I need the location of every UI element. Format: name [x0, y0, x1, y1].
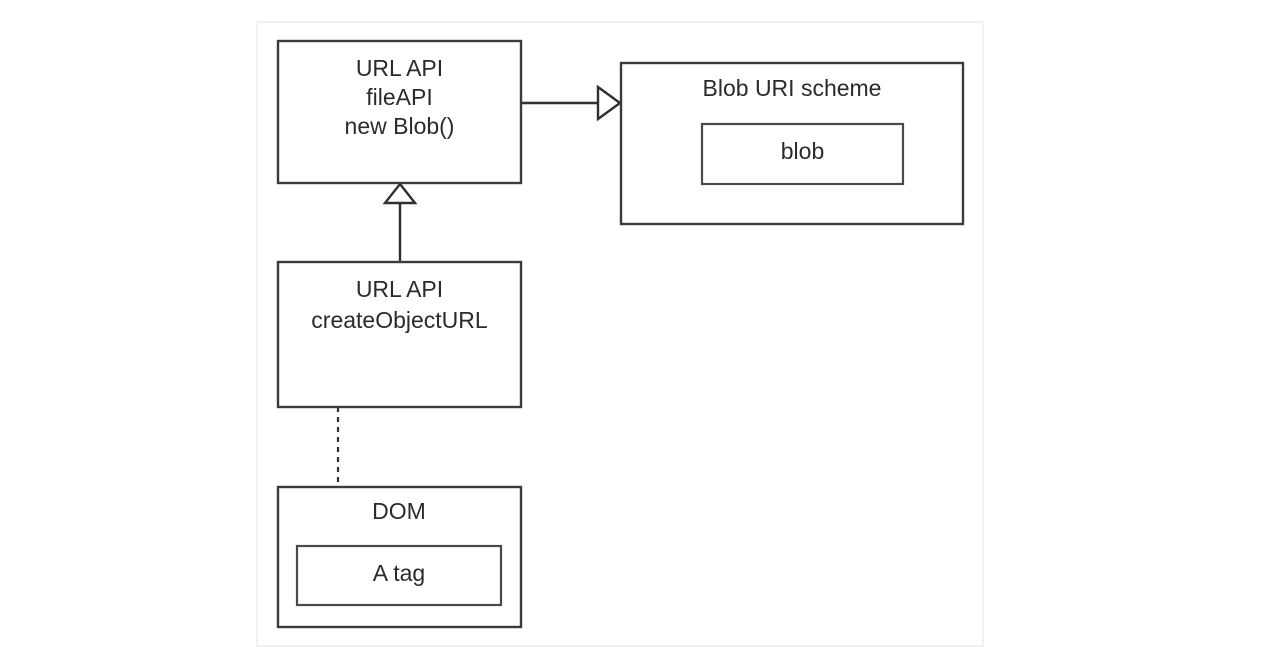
url-api-fileapi-box-shape: [276, 39, 523, 185]
url-api-createobjecturl-box-shape: [276, 260, 523, 409]
blob-inner-box[interactable]: blob: [700, 122, 905, 186]
url-api-createobjecturl-label-line2: createObjectURL: [311, 307, 488, 333]
dom-label: DOM: [372, 498, 426, 524]
url-api-fileapi-label-line2: fileAPI: [366, 84, 432, 110]
generalization-arrow-createobjecturl-to-urlapi[interactable]: [382, 182, 418, 262]
blob-inner-label: blob: [781, 138, 824, 164]
blob-inner-box-shape: [700, 122, 905, 186]
url-api-fileapi-box[interactable]: URL API fileAPI new Blob(): [276, 39, 523, 185]
a-tag-inner-label: A tag: [373, 560, 425, 586]
a-tag-inner-box-shape: [295, 544, 503, 607]
hollow-triangle-arrowhead-right: [596, 84, 623, 122]
url-api-createobjecturl-box[interactable]: URL API createObjectURL: [276, 260, 523, 409]
association-arrow-urlapi-to-blob-uri-scheme[interactable]: [521, 84, 623, 122]
url-api-fileapi-label-line3: new Blob(): [345, 113, 455, 139]
url-api-fileapi-label-line1: URL API: [356, 55, 443, 81]
blob-uri-scheme-label: Blob URI scheme: [703, 75, 882, 101]
dom-box[interactable]: DOM A tag: [276, 485, 523, 629]
a-tag-inner-box[interactable]: A tag: [295, 544, 503, 607]
hollow-triangle-arrowhead-up: [382, 182, 418, 205]
url-api-createobjecturl-label-line1: URL API: [356, 276, 443, 302]
blob-uri-scheme-box[interactable]: Blob URI scheme blob: [619, 61, 965, 226]
